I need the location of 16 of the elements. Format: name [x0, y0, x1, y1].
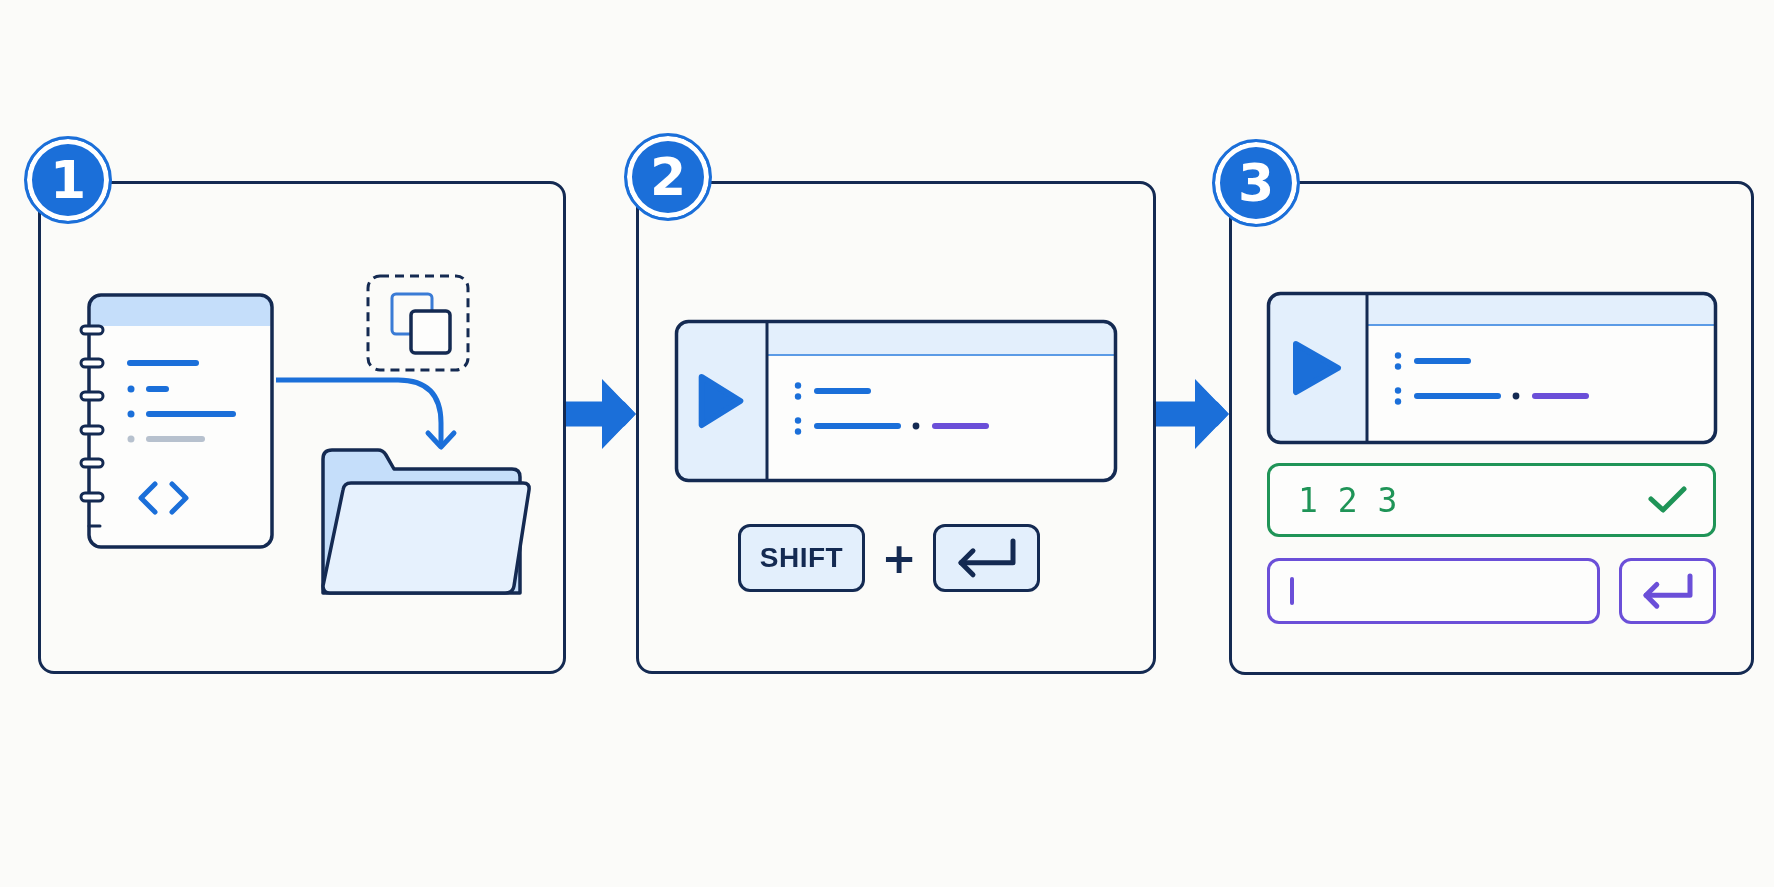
step-number-badge: 1 [24, 136, 112, 224]
output-box [1267, 463, 1716, 537]
folder-illustration [320, 447, 532, 597]
code-cell [675, 320, 1117, 482]
enter-button [1619, 558, 1716, 624]
keyboard-key [933, 524, 1040, 592]
arrow [566, 379, 636, 449]
output-text: 1 2 3 [1298, 483, 1398, 517]
arrow [1156, 379, 1229, 449]
plus-sign: + [880, 532, 918, 585]
code-cell [1267, 292, 1717, 444]
notebook-illustration [78, 293, 276, 549]
arrow [276, 377, 457, 450]
step-number-badge: 2 [624, 133, 712, 221]
step-number-badge: 3 [1212, 139, 1300, 227]
keyboard-key: SHIFT [738, 524, 865, 592]
